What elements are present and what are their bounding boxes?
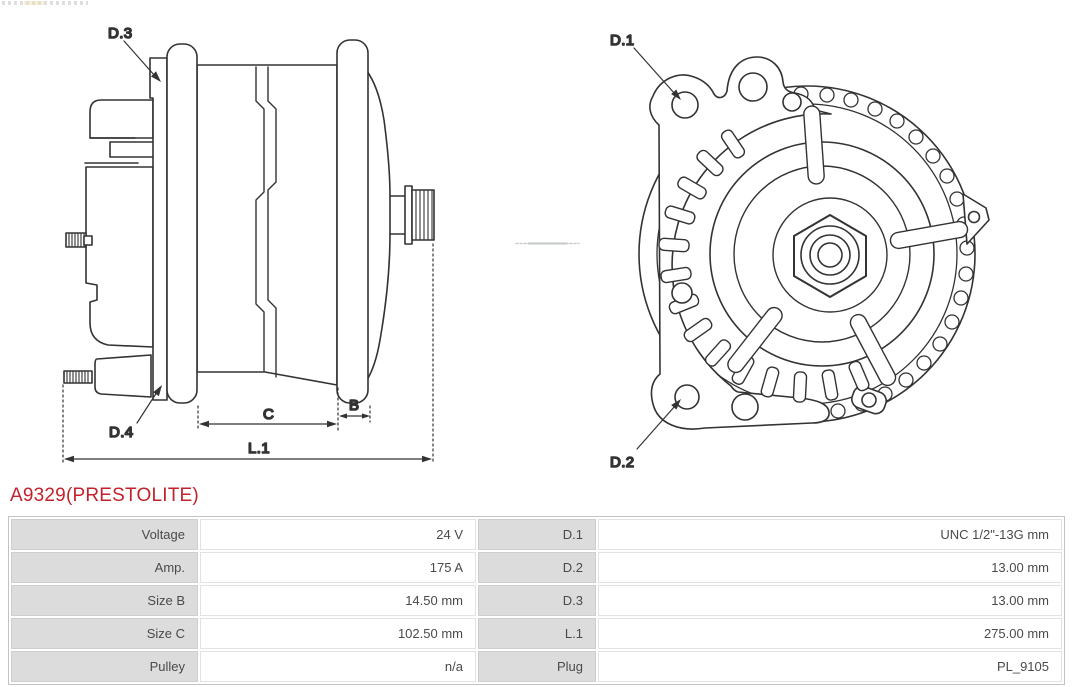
spec-label-amp: Amp.: [11, 552, 198, 583]
spec-label-d1: D.1: [478, 519, 596, 550]
spec-label-d2: D.2: [478, 552, 596, 583]
rear-view-leaders: [633, 47, 681, 450]
part-number-title: A9329(PRESTOLITE): [10, 485, 199, 506]
spec-label-size-c: Size C: [11, 618, 198, 649]
spec-value-l1: 275.00 mm: [598, 618, 1062, 649]
spec-value-pulley: n/a: [200, 651, 476, 682]
spec-value-voltage: 24 V: [200, 519, 476, 550]
spec-table: Voltage 24 V D.1 UNC 1/2"-13G mm Amp. 17…: [8, 516, 1065, 685]
spec-label-size-b: Size B: [11, 585, 198, 616]
spec-row-amp: Amp. 175 A D.2 13.00 mm: [11, 552, 1062, 583]
label-d1: D.1: [610, 32, 635, 49]
alternator-technical-drawing: D.3 D.4 C B L.1: [62, 24, 990, 472]
label-dim-b: B: [349, 397, 359, 414]
spec-value-plug: PL_9105: [598, 651, 1062, 682]
spec-value-d1: UNC 1/2"-13G mm: [598, 519, 1062, 550]
spec-label-voltage: Voltage: [11, 519, 198, 550]
spec-row-pulley: Pulley n/a Plug PL_9105: [11, 651, 1062, 682]
spec-row-size-b: Size B 14.50 mm D.3 13.00 mm: [11, 585, 1062, 616]
label-d3: D.3: [108, 25, 133, 42]
label-d2: D.2: [610, 454, 635, 471]
label-dim-l1: L.1: [248, 440, 270, 457]
spec-value-size-b: 14.50 mm: [200, 585, 476, 616]
spec-label-d3: D.3: [478, 585, 596, 616]
spec-value-d2: 13.00 mm: [598, 552, 1062, 583]
spec-value-amp: 175 A: [200, 552, 476, 583]
rear-view-drawing: [638, 56, 990, 430]
spec-value-d3: 13.00 mm: [598, 585, 1062, 616]
label-d4: D.4: [109, 424, 134, 441]
label-dim-c: C: [263, 406, 274, 423]
spec-label-pulley: Pulley: [11, 651, 198, 682]
side-view-drawing: [63, 39, 435, 404]
spec-row-size-c: Size C 102.50 mm L.1 275.00 mm: [11, 618, 1062, 649]
dimension-lines: [62, 40, 434, 464]
spec-label-l1: L.1: [478, 618, 596, 649]
logo-sliver: [2, 1, 88, 5]
spec-row-voltage: Voltage 24 V D.1 UNC 1/2"-13G mm: [11, 519, 1062, 550]
spec-label-plug: Plug: [478, 651, 596, 682]
spec-value-size-c: 102.50 mm: [200, 618, 476, 649]
